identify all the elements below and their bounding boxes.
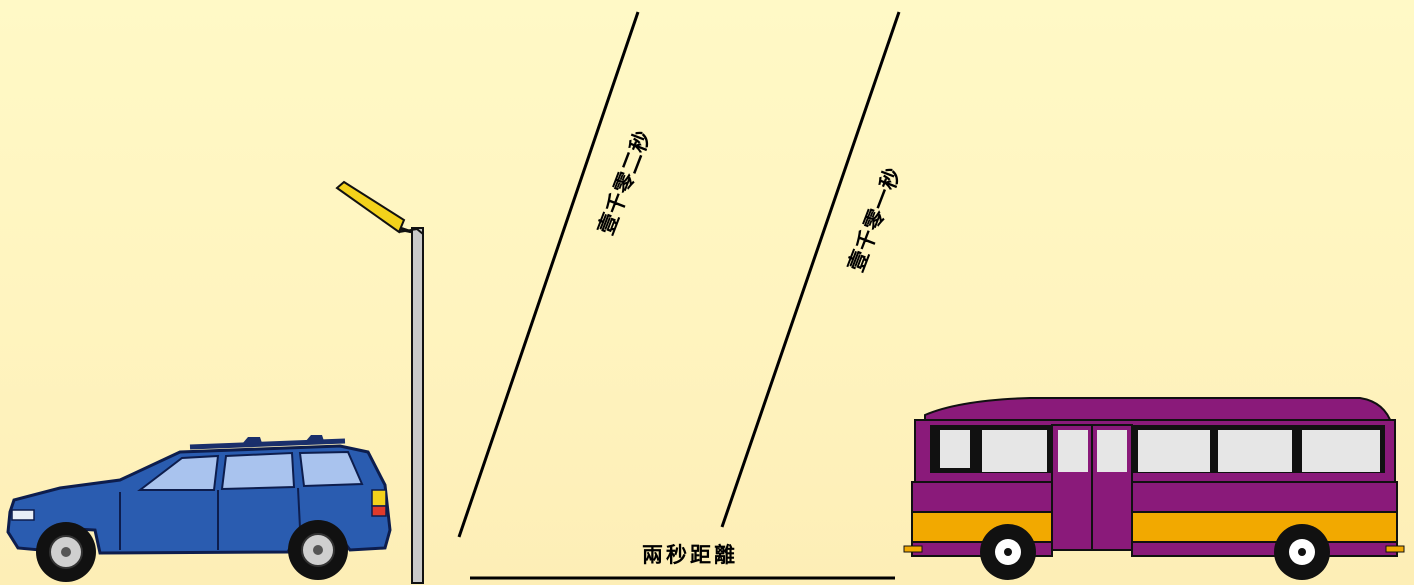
suv-car-icon [6, 435, 392, 582]
distance-label: 兩秒距離 [642, 543, 738, 567]
bus-icon [903, 397, 1405, 580]
two-second-line [457, 11, 640, 538]
one-second-line [720, 11, 901, 528]
street-lamp-icon [335, 180, 424, 584]
